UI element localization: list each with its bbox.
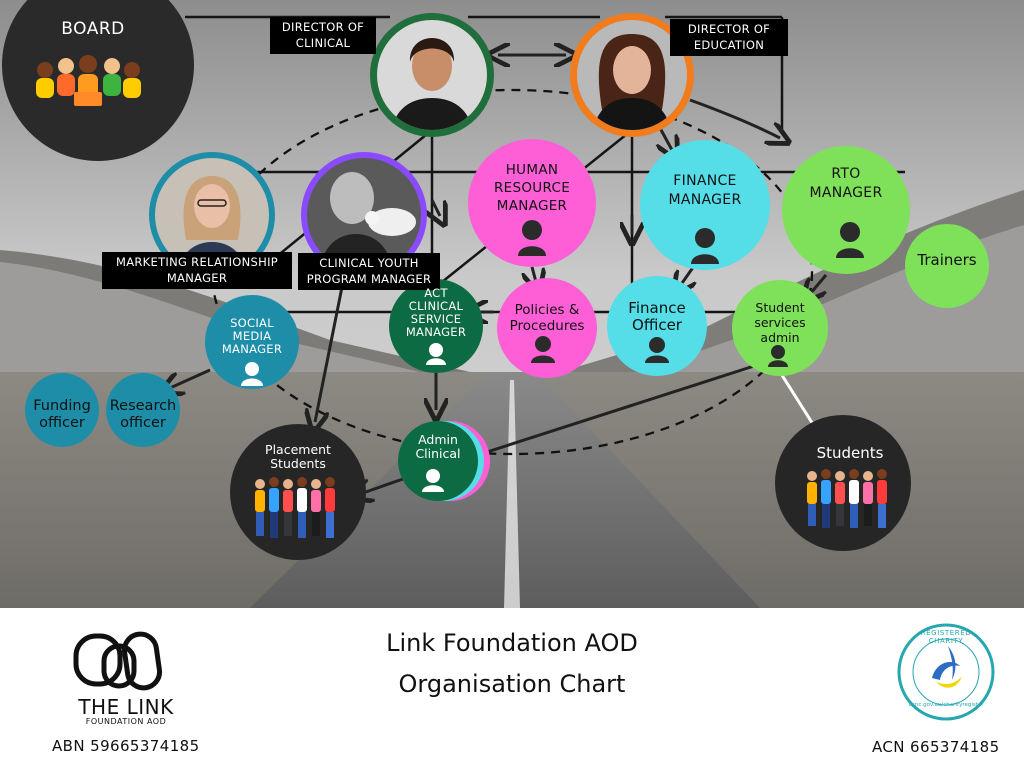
finance-officer-circle: [607, 276, 707, 376]
trainers-circle: [905, 224, 989, 308]
badge-top-text: REGISTERED CHARITY: [920, 629, 972, 645]
finance-manager-label: FINANCE MANAGER: [668, 173, 742, 208]
admin-clinical-circle: [398, 421, 478, 501]
badge-bottom-text: acnc.gov.au/charityregister: [908, 702, 984, 708]
person-icon: [531, 336, 555, 363]
board-label: BOARD: [61, 19, 125, 39]
trainers-label: Trainers: [917, 251, 977, 269]
act-clinical-circle: [389, 279, 483, 373]
abn-number: ABN 59665374185: [52, 737, 200, 755]
admin-clinical-label: Admin Clinical: [415, 432, 461, 462]
charity-badge-icon: [897, 623, 995, 721]
person-icon: [768, 345, 788, 367]
hr-manager-circle: [468, 139, 596, 267]
person-icon: [422, 469, 444, 492]
funding-officer-label: Funding officer: [33, 398, 91, 432]
footer: THE LINK FOUNDATION AOD ABN 59665374185 …: [0, 608, 1024, 768]
title-line-2: Organisation Chart: [398, 670, 626, 698]
social-media-circle: [205, 295, 299, 389]
social-media-label: SOCIAL MEDIA MANAGER: [221, 316, 283, 356]
person-icon: [241, 362, 263, 386]
research-officer-label: Research officer: [109, 398, 177, 432]
youth-manager-label: CLINICAL YOUTH PROGRAM MANAGER: [298, 253, 440, 291]
people-group-icon: [255, 469, 887, 538]
student-admin-circle: [732, 280, 828, 376]
hr-manager-label: HUMAN RESOURCE MANAGER: [493, 162, 571, 215]
person-icon: [691, 228, 719, 264]
director-education-label: DIRECTOR OF EDUCATION: [670, 19, 788, 57]
logo-subtext: FOUNDATION AOD: [85, 717, 167, 726]
policies-label: Policies & Procedures: [509, 302, 585, 335]
logo-text: THE LINK: [78, 695, 174, 719]
org-chart-graphics: [0, 0, 1024, 608]
person-icon: [518, 220, 546, 256]
person-icon: [836, 222, 864, 258]
rto-manager-circle: [782, 146, 910, 274]
person-icon: [645, 337, 669, 363]
funding-officer-circle: [25, 373, 99, 447]
students-label: Students: [816, 444, 884, 462]
student-admin-label: Student services admin: [754, 300, 806, 345]
title-line-1: Link Foundation AOD: [386, 629, 638, 657]
rto-manager-label: RTO MANAGER: [809, 166, 883, 201]
finance-manager-circle: [640, 140, 770, 270]
org-chart-area: BOARD DIRECTOR OF CLINICAL DIRECTOR OF E…: [0, 0, 1024, 608]
director-clinical-label: DIRECTOR OF CLINICAL: [270, 17, 376, 55]
link-logo-icon: [73, 631, 163, 691]
finance-officer-label: Finance Officer: [628, 299, 686, 335]
board-people-icon: [36, 55, 141, 106]
person-icon: [426, 343, 446, 365]
acn-number: ACN 665374185: [872, 738, 1000, 756]
marketing-manager-label: MARKETING RELATIONSHIP MANAGER: [102, 252, 292, 290]
policies-circle: [497, 278, 597, 378]
placement-students-label: Placement Students: [265, 442, 331, 472]
act-clinical-label: ACT CLINICAL SERVICE MANAGER: [405, 286, 467, 339]
research-officer-circle: [106, 373, 180, 447]
